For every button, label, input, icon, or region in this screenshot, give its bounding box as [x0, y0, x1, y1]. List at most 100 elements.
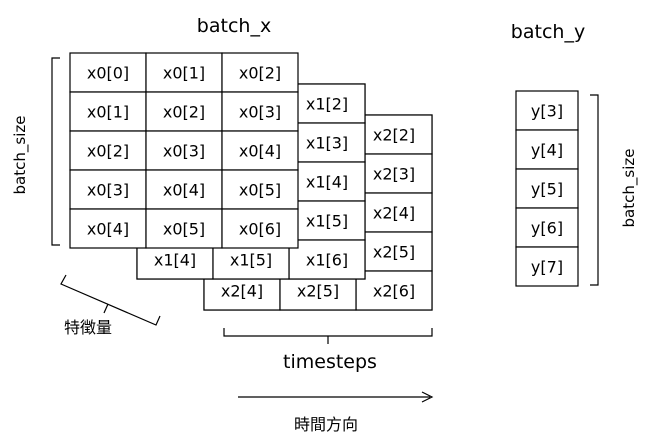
x0-cell-box	[69, 169, 147, 210]
batch-y-cell-box	[515, 129, 579, 170]
x2-cell-text: x2[4]	[221, 282, 263, 301]
x2-cell-box	[355, 192, 433, 233]
x1-cell: x1[5]	[288, 200, 366, 241]
batch-size-bracket-right	[590, 94, 599, 286]
x0-cell-box	[69, 130, 147, 171]
x0-cell-text: x0[4]	[239, 142, 281, 161]
x0-cell: x0[3]	[145, 130, 223, 171]
batch-size-bracket-left	[51, 57, 60, 246]
x1-cell: x1[3]	[288, 122, 366, 163]
x0-cell-text: x0[6]	[239, 220, 281, 239]
batch-y-cell: y[5]	[515, 168, 579, 209]
batch-y-cell-text: y[5]	[531, 180, 563, 199]
x2-cell: x2[2]	[355, 114, 433, 155]
x0-cell: x0[5]	[145, 208, 223, 249]
x2-cell-box	[355, 231, 433, 272]
x1-cell-box	[288, 161, 366, 202]
features-bracket	[60, 274, 161, 326]
x0-cell: x0[4]	[145, 169, 223, 210]
x2-cell: x2[3]	[355, 153, 433, 194]
x0-cell-box	[69, 208, 147, 249]
batch-size-label-right: batch_size	[620, 149, 639, 228]
x0-cell-box	[221, 169, 299, 210]
x0-cell-text: x0[2]	[163, 103, 205, 122]
x0-cell-box	[69, 91, 147, 132]
x0-cell-text: x0[3]	[87, 181, 129, 200]
x1-cell: x1[4]	[288, 161, 366, 202]
x2-cell: x2[5]	[355, 231, 433, 272]
x0-cell-box	[69, 52, 147, 93]
x0-cell-box	[221, 208, 299, 249]
x0-cell: x0[5]	[221, 169, 299, 210]
x0-cell: x0[6]	[221, 208, 299, 249]
x2-cell-text: x2[6]	[373, 282, 415, 301]
x0-cell: x0[0]	[69, 52, 147, 93]
x0-cell-text: x0[3]	[163, 142, 205, 161]
x1-cell-box	[288, 239, 366, 280]
batch-y-cell-text: y[7]	[531, 258, 563, 277]
x2-cell-box	[355, 114, 433, 155]
x0-cell-text: x0[2]	[87, 142, 129, 161]
x1-cell-text: x1[6]	[306, 251, 348, 270]
x0-cell-text: x0[4]	[87, 220, 129, 239]
batch-y-title: batch_y	[511, 21, 585, 43]
batch-y-cell-text: y[4]	[531, 141, 563, 160]
batch-y-cell: y[7]	[515, 246, 579, 287]
time-direction-arrowhead	[421, 391, 434, 403]
x0-cell-box	[221, 91, 299, 132]
x1-cell-text: x1[2]	[306, 95, 348, 114]
batch-y-cell-box	[515, 246, 579, 287]
x2-cell-box	[355, 270, 433, 311]
x1-cell-text: x1[5]	[306, 212, 348, 231]
x0-cell-text: x0[1]	[87, 103, 129, 122]
x2-cell: x2[4]	[355, 192, 433, 233]
x0-cell-text: x0[1]	[163, 64, 205, 83]
batch-size-label-left: batch_size	[11, 116, 30, 195]
x2-cell-text: x2[3]	[373, 165, 415, 184]
x2-cell-text: x2[2]	[373, 126, 415, 145]
x0-cell: x0[1]	[69, 91, 147, 132]
batch-y-cell-box	[515, 90, 579, 131]
x1-cell-text: x1[4]	[154, 251, 196, 270]
x1-cell-text: x1[3]	[306, 134, 348, 153]
batch-x-title: batch_x	[197, 15, 271, 37]
x0-cell-text: x0[5]	[163, 220, 205, 239]
x2-cell-text: x2[4]	[373, 204, 415, 223]
x0-cell-box	[145, 130, 223, 171]
x0-cell-text: x0[5]	[239, 181, 281, 200]
x1-cell-text: x1[5]	[230, 251, 272, 270]
x2-cell: x2[6]	[355, 270, 433, 311]
batch-y-cell-box	[515, 168, 579, 209]
x0-cell: x0[3]	[69, 169, 147, 210]
x0-cell: x0[4]	[69, 208, 147, 249]
x0-cell: x0[2]	[221, 52, 299, 93]
timesteps-bracket	[223, 328, 433, 337]
x0-cell: x0[4]	[221, 130, 299, 171]
batch-y-cell: y[6]	[515, 207, 579, 248]
batch-y-cell-text: y[3]	[531, 102, 563, 121]
x1-cell-box	[288, 83, 366, 124]
x2-cell: x2[5]	[279, 270, 357, 311]
x1-cell-box	[288, 122, 366, 163]
features-bracket-tick	[103, 303, 109, 314]
x0-cell-text: x0[3]	[239, 103, 281, 122]
features-label: 特徴量	[64, 318, 112, 337]
layer-x0: x0[0] x0[1] x0[2] x0[1] x0[2] x0[3] x0[2] x0[3]…	[69, 52, 299, 249]
batch-y-cell-text: y[6]	[531, 219, 563, 238]
batch-y-column: y[3] y[4] y[5] y[6] y[7]	[515, 90, 579, 287]
x0-cell-text: x0[2]	[239, 64, 281, 83]
batch-y-cell-box	[515, 207, 579, 248]
x2-cell-text: x2[5]	[373, 243, 415, 262]
x0-cell: x0[2]	[69, 130, 147, 171]
x0-cell: x0[1]	[145, 52, 223, 93]
x0-cell: x0[3]	[221, 91, 299, 132]
x0-cell: x0[2]	[145, 91, 223, 132]
x1-cell: x1[6]	[288, 239, 366, 280]
x1-cell-text: x1[4]	[306, 173, 348, 192]
x1-cell: x1[2]	[288, 83, 366, 124]
x0-cell-text: x0[4]	[163, 181, 205, 200]
batch-y-cell: y[4]	[515, 129, 579, 170]
time-direction-label: 時間方向	[294, 415, 358, 434]
x0-cell-text: x0[0]	[87, 64, 129, 83]
